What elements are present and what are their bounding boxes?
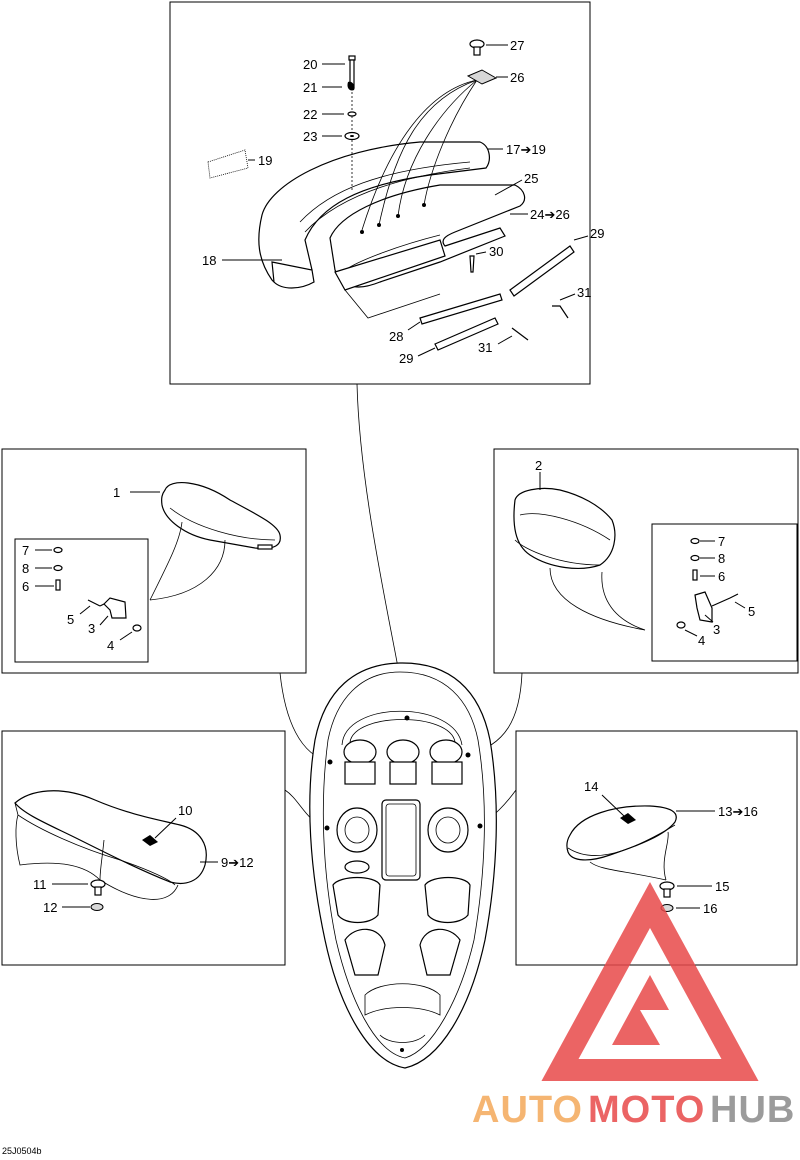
left-hardware	[53, 546, 142, 632]
automotohub-watermark: AUTO MOTO HUB	[472, 882, 795, 1131]
right-hardware-frame	[651, 523, 798, 662]
bottom-left-panel: 10 9➔12 11 12	[1, 730, 286, 966]
label-6-right: 6	[718, 569, 725, 584]
label-6-left: 6	[22, 579, 29, 594]
bolt-stack	[344, 55, 360, 190]
label-17-19: 17➔19	[506, 142, 546, 157]
watermark-auto: AUTO	[472, 1089, 583, 1131]
rail-28	[419, 293, 503, 325]
label-7-left: 7	[22, 543, 29, 558]
label-9-12: 9➔12	[221, 855, 254, 870]
hull-seats-rear	[344, 928, 461, 1052]
label-18: 18	[202, 253, 216, 268]
left-panel-frame	[1, 448, 307, 674]
hull-seats-front	[343, 739, 463, 785]
screw-30	[469, 255, 475, 273]
label-31-bottom: 31	[478, 340, 492, 355]
label-23: 23	[303, 129, 317, 144]
label-29-bottom: 29	[399, 351, 413, 366]
label-11: 11	[33, 877, 47, 892]
seat-cushion-rear	[258, 141, 490, 286]
decal-19	[207, 149, 249, 179]
bottom-right-panel: 14 13➔16 15 16	[515, 730, 798, 966]
cushion-2	[513, 487, 616, 570]
cushion-13	[566, 805, 677, 861]
cushion-9	[14, 790, 207, 885]
clip-10	[142, 835, 158, 846]
right-panel: 2 7 8 6 5 3 4	[493, 448, 799, 674]
push-pin-15	[659, 881, 675, 898]
label-14: 14	[584, 779, 598, 794]
label-15: 15	[715, 879, 729, 894]
hull-seats-middle	[332, 807, 471, 924]
label-2: 2	[535, 458, 542, 473]
push-pin-27	[469, 39, 485, 56]
label-13-16: 13➔16	[718, 804, 758, 819]
label-31-top: 31	[577, 285, 591, 300]
label-3-right: 3	[713, 622, 720, 637]
left-panel: 1 7 8 6 5 3 4	[1, 448, 307, 674]
label-4-right: 4	[698, 633, 705, 648]
right-hardware	[676, 537, 739, 629]
label-4-left: 4	[107, 638, 114, 653]
rail-29-top	[509, 245, 575, 297]
label-28: 28	[389, 329, 403, 344]
diagram-code: 25J0504b	[2, 1146, 42, 1156]
washer-12	[90, 903, 104, 911]
label-16: 16	[703, 901, 717, 916]
label-21: 21	[303, 80, 317, 95]
label-1: 1	[113, 485, 120, 500]
label-25: 25	[524, 171, 538, 186]
label-3-left: 3	[88, 621, 95, 636]
label-10: 10	[178, 803, 192, 818]
label-5-right: 5	[748, 604, 755, 619]
left-hardware-frame	[14, 538, 149, 663]
screw-31-bottom	[511, 327, 529, 341]
label-24-26: 24➔26	[530, 207, 570, 222]
label-26: 26	[510, 70, 524, 85]
label-8-left: 8	[22, 561, 29, 576]
rail-29-bottom	[434, 317, 499, 351]
watermark-moto: MOTO	[588, 1089, 705, 1131]
push-pin-11	[90, 879, 106, 896]
label-8-right: 8	[718, 551, 725, 566]
watermark-triangle	[541, 882, 759, 1081]
label-7-right: 7	[718, 534, 725, 549]
bottom-right-panel-frame	[515, 730, 798, 966]
label-29-top: 29	[590, 226, 604, 241]
nut-plate-26	[466, 69, 498, 85]
hull-console	[381, 799, 421, 881]
screw-31-top	[552, 305, 569, 319]
label-12: 12	[43, 900, 57, 915]
seat-cushion-front-end	[271, 261, 315, 289]
label-19: 19	[258, 153, 272, 168]
label-27: 27	[510, 38, 524, 53]
label-22: 22	[303, 107, 317, 122]
boat-hull	[309, 662, 497, 1069]
bottom-left-panel-frame	[1, 730, 286, 966]
watermark-hub: HUB	[710, 1089, 795, 1131]
label-20: 20	[303, 57, 317, 72]
top-panel: 20 21 22 23 27 26 19 17➔19 25 24➔26 18 3…	[169, 1, 604, 385]
label-5-left: 5	[67, 612, 74, 627]
right-panel-frame	[493, 448, 799, 674]
cushion-1	[161, 482, 281, 550]
top-panel-frame	[169, 1, 591, 385]
label-30: 30	[489, 244, 503, 259]
